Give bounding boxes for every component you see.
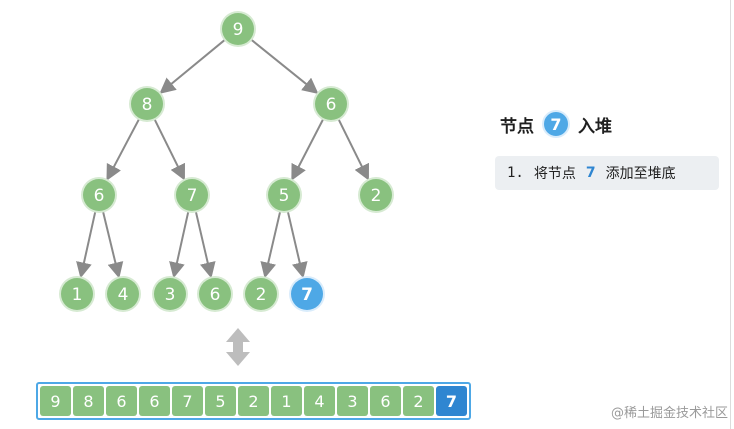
array-cell: 1 (271, 386, 302, 416)
tree-node-value: 2 (371, 186, 382, 206)
tree-node-value: 1 (72, 285, 83, 305)
tree-edge (169, 211, 190, 279)
tree-edge (286, 211, 308, 279)
tree-edge (153, 118, 185, 181)
tree-node-value: 2 (256, 285, 267, 305)
tree-node-circle (291, 278, 323, 310)
tree-node-value: 4 (118, 285, 129, 305)
tree-node-circle (268, 179, 300, 211)
array-cell: 3 (337, 386, 368, 416)
step-description: 1. 将节点 7 添加至堆底 (495, 156, 719, 190)
tree-node-circle (83, 179, 115, 211)
array-cell: 8 (73, 386, 104, 416)
array-cell: 6 (370, 386, 401, 416)
tree-edge (102, 211, 124, 279)
step-number: 1. (507, 165, 524, 181)
step-node-value: 7 (585, 165, 596, 181)
array-cell: 6 (139, 386, 170, 416)
tree-node-circle (131, 88, 163, 120)
divider (730, 0, 731, 429)
tree-node: 3 (152, 276, 188, 312)
array-cell-new: 7 (436, 386, 467, 416)
tree-node: 9 (220, 11, 256, 47)
step-text-after: 添加至堆底 (605, 166, 676, 182)
tree-node-value: 6 (326, 95, 337, 115)
array-cell: 7 (172, 386, 203, 416)
tree-node-circle (245, 278, 277, 310)
tree-node: 8 (129, 86, 165, 122)
array-cell: 4 (304, 386, 335, 416)
tree-node: 5 (266, 177, 302, 213)
tree-edge (250, 38, 319, 94)
tree-edge (291, 118, 325, 181)
tree-node-circle (154, 278, 186, 310)
tree-edge (337, 118, 369, 181)
tree-node-value: 7 (301, 285, 313, 305)
tree-edge (260, 211, 282, 279)
tree-node: 6 (197, 276, 233, 312)
array-cell: 5 (205, 386, 236, 416)
tree-node-circle (107, 278, 139, 310)
tree-node-value: 6 (210, 285, 221, 305)
tree-node-value: 6 (94, 186, 105, 206)
tree-node: 1 (59, 276, 95, 312)
tree-node-circle (315, 88, 347, 120)
tree-edge (106, 118, 140, 181)
tree-node: 2 (358, 177, 394, 213)
tree-node: 6 (313, 86, 349, 122)
operation-title: 节点 7 入堆 (500, 110, 612, 138)
tree-edge (159, 39, 226, 94)
step-text-before: 将节点 (533, 166, 576, 182)
array-cell: 9 (40, 386, 71, 416)
array-cell: 6 (106, 386, 137, 416)
title-suffix: 入堆 (578, 116, 612, 137)
title-node-badge: 7 (542, 110, 570, 138)
tree-node-circle (199, 278, 231, 310)
tree-node-circle (176, 179, 208, 211)
title-prefix: 节点 (500, 116, 534, 137)
tree-node: 4 (105, 276, 141, 312)
array-cell: 2 (238, 386, 269, 416)
tree-node-value: 3 (165, 285, 176, 305)
tree-node-value: 5 (279, 186, 290, 206)
tree-node-value: 7 (187, 186, 198, 206)
tree-node: 7 (174, 177, 210, 213)
tree-node-circle (61, 278, 93, 310)
tree-node-value: 9 (233, 20, 244, 40)
tree-node-new: 7 (289, 276, 325, 312)
array-cell: 2 (403, 386, 434, 416)
tree-node-circle (360, 179, 392, 211)
tree-node-value: 8 (142, 95, 153, 115)
tree-edge (194, 211, 216, 279)
tree-node: 2 (243, 276, 279, 312)
tree-node: 6 (81, 177, 117, 213)
tree-edge (76, 211, 97, 279)
watermark: @稀土掘金技术社区 (610, 406, 728, 421)
swap-arrow-icon (226, 328, 250, 366)
tree-node-circle (222, 13, 254, 45)
